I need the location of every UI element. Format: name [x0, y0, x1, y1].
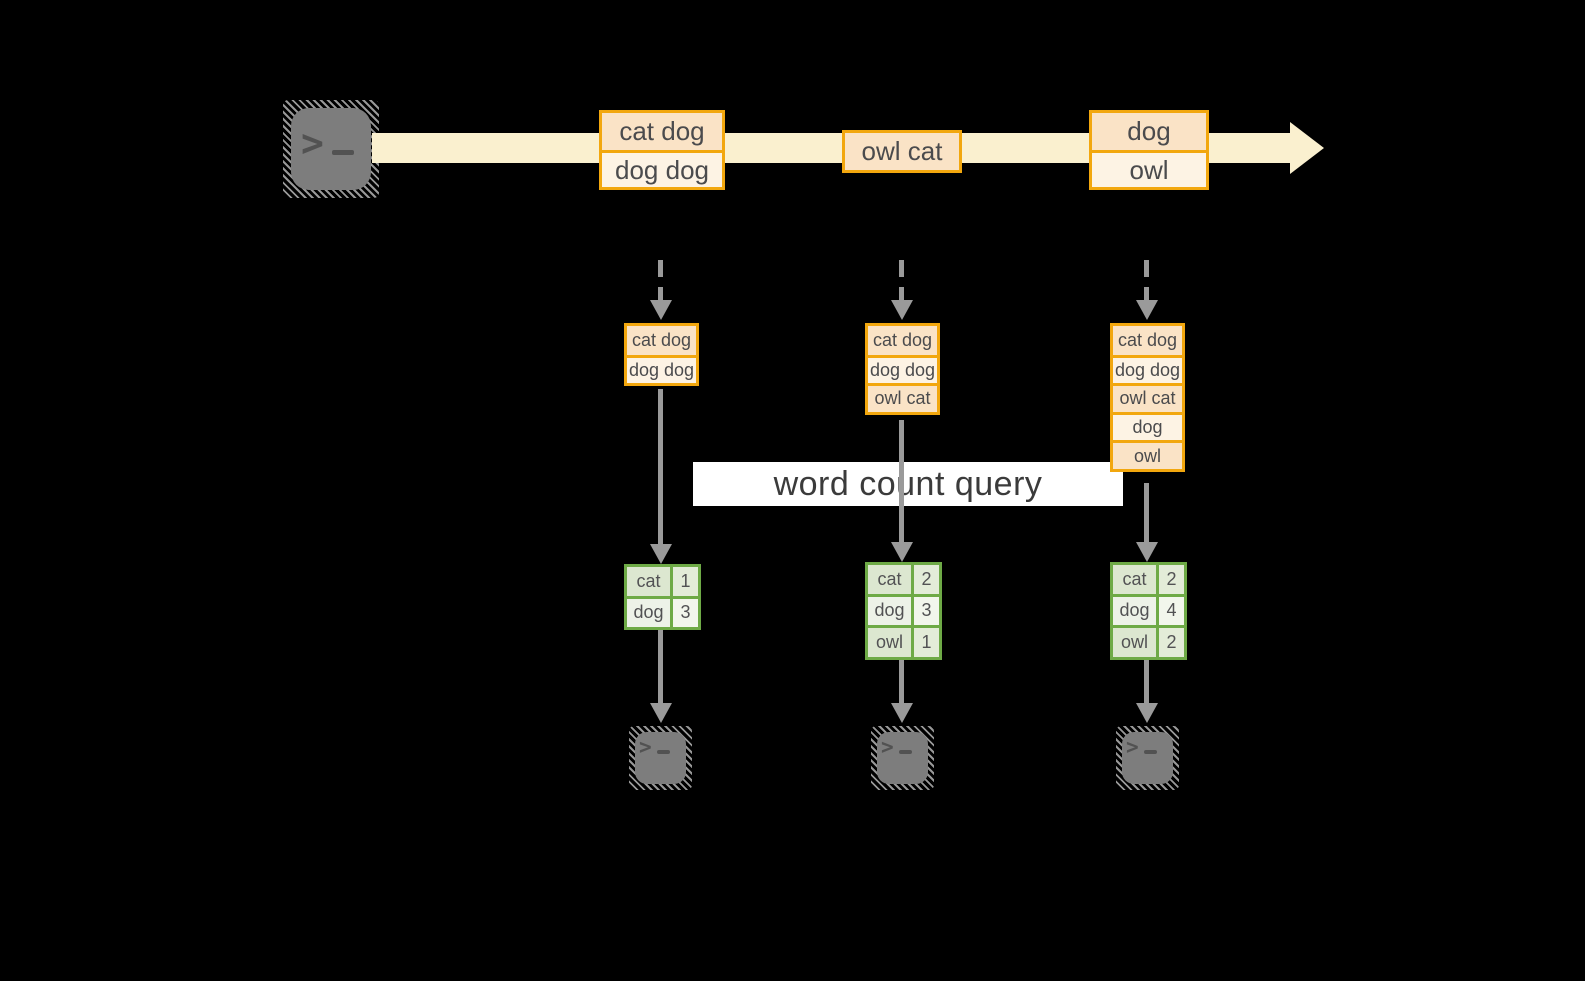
prompt-chevron-icon: >	[881, 735, 894, 759]
buffer-stack-2: cat dog dog dog owl cat	[865, 323, 940, 415]
terminal-sink-icon-1: >	[629, 726, 692, 790]
arrow-line	[658, 630, 663, 705]
prompt-cursor-icon	[656, 749, 670, 754]
message-line: owl cat	[845, 133, 959, 170]
dashed-arrowhead-icon	[650, 300, 672, 320]
dashed-arrow-line	[1144, 260, 1149, 300]
buffer-line: owl cat	[1113, 383, 1182, 412]
arrowhead-icon	[1136, 542, 1158, 562]
terminal-screen	[877, 732, 928, 784]
arrow-line	[1144, 660, 1149, 705]
terminal-prompt-icon: >	[881, 735, 912, 759]
terminal-screen	[635, 732, 686, 784]
stream-message-3: dog owl	[1089, 110, 1209, 190]
query-label-band: word count query	[693, 462, 1123, 506]
message-line: owl	[1092, 150, 1206, 187]
dashed-arrowhead-icon	[1136, 300, 1158, 320]
terminal-sink-icon-2: >	[871, 726, 934, 790]
buffer-stack-1: cat dog dog dog	[624, 323, 699, 387]
stream-message-2: owl cat	[842, 130, 962, 173]
terminal-sink-icon-3: >	[1116, 726, 1179, 790]
arrow-line	[899, 660, 904, 705]
prompt-chevron-icon: >	[639, 735, 652, 759]
count-word: cat	[627, 567, 670, 596]
buffer-stack-3: cat dog dog dog owl cat dog owl	[1110, 323, 1185, 472]
prompt-chevron-icon: >	[301, 121, 324, 165]
arrowhead-icon	[891, 703, 913, 723]
buffer-line: cat dog	[627, 326, 696, 355]
terminal-prompt-icon: >	[301, 121, 354, 165]
prompt-cursor-icon	[898, 749, 912, 754]
dashed-arrowhead-icon	[891, 300, 913, 320]
count-value: 4	[1159, 596, 1184, 626]
count-value: 2	[1159, 565, 1184, 594]
count-table-1: cat 1 dog 3	[624, 564, 701, 631]
arrow-line	[1144, 483, 1149, 543]
prompt-cursor-icon	[1143, 749, 1157, 754]
buffer-line: dog dog	[1113, 354, 1182, 384]
dashed-arrow-line	[899, 260, 904, 300]
terminal-prompt-icon: >	[1126, 735, 1157, 759]
count-word: dog	[627, 598, 670, 628]
buffer-line: cat dog	[868, 326, 937, 355]
count-word: owl	[1113, 628, 1156, 657]
arrow-line	[899, 420, 904, 543]
terminal-prompt-icon: >	[639, 735, 670, 759]
terminal-screen	[1122, 732, 1173, 784]
query-label: word count query	[773, 464, 1043, 503]
arrowhead-icon	[650, 703, 672, 723]
arrowhead-icon	[1136, 703, 1158, 723]
buffer-line: dog	[1113, 411, 1182, 441]
prompt-cursor-icon	[331, 150, 354, 156]
arrow-line	[658, 389, 663, 545]
arrowhead-icon	[650, 544, 672, 564]
buffer-line: dog dog	[627, 354, 696, 384]
count-word: cat	[868, 565, 911, 594]
count-word: dog	[1113, 596, 1156, 626]
dashed-arrow-line	[658, 260, 663, 300]
message-line: dog	[1092, 113, 1206, 150]
count-word: owl	[868, 628, 911, 657]
buffer-line: owl	[1113, 440, 1182, 469]
stream-arrowhead-icon	[1290, 122, 1324, 174]
terminal-screen	[291, 108, 371, 190]
arrowhead-icon	[891, 542, 913, 562]
count-table-3: cat 2 dog 4 owl 2	[1110, 562, 1187, 660]
buffer-line: owl cat	[868, 383, 937, 412]
count-value: 2	[1159, 628, 1184, 657]
prompt-chevron-icon: >	[1126, 735, 1139, 759]
buffer-line: dog dog	[868, 354, 937, 384]
count-value: 1	[914, 628, 939, 657]
count-value: 1	[673, 567, 698, 596]
count-value: 2	[914, 565, 939, 594]
terminal-source-icon: >	[283, 100, 379, 198]
stream-message-1: cat dog dog dog	[599, 110, 725, 190]
count-value: 3	[673, 598, 698, 628]
count-value: 3	[914, 596, 939, 626]
count-word: cat	[1113, 565, 1156, 594]
buffer-line: cat dog	[1113, 326, 1182, 355]
message-line: cat dog	[602, 113, 722, 150]
count-word: dog	[868, 596, 911, 626]
count-table-2: cat 2 dog 3 owl 1	[865, 562, 942, 660]
message-line: dog dog	[602, 150, 722, 187]
